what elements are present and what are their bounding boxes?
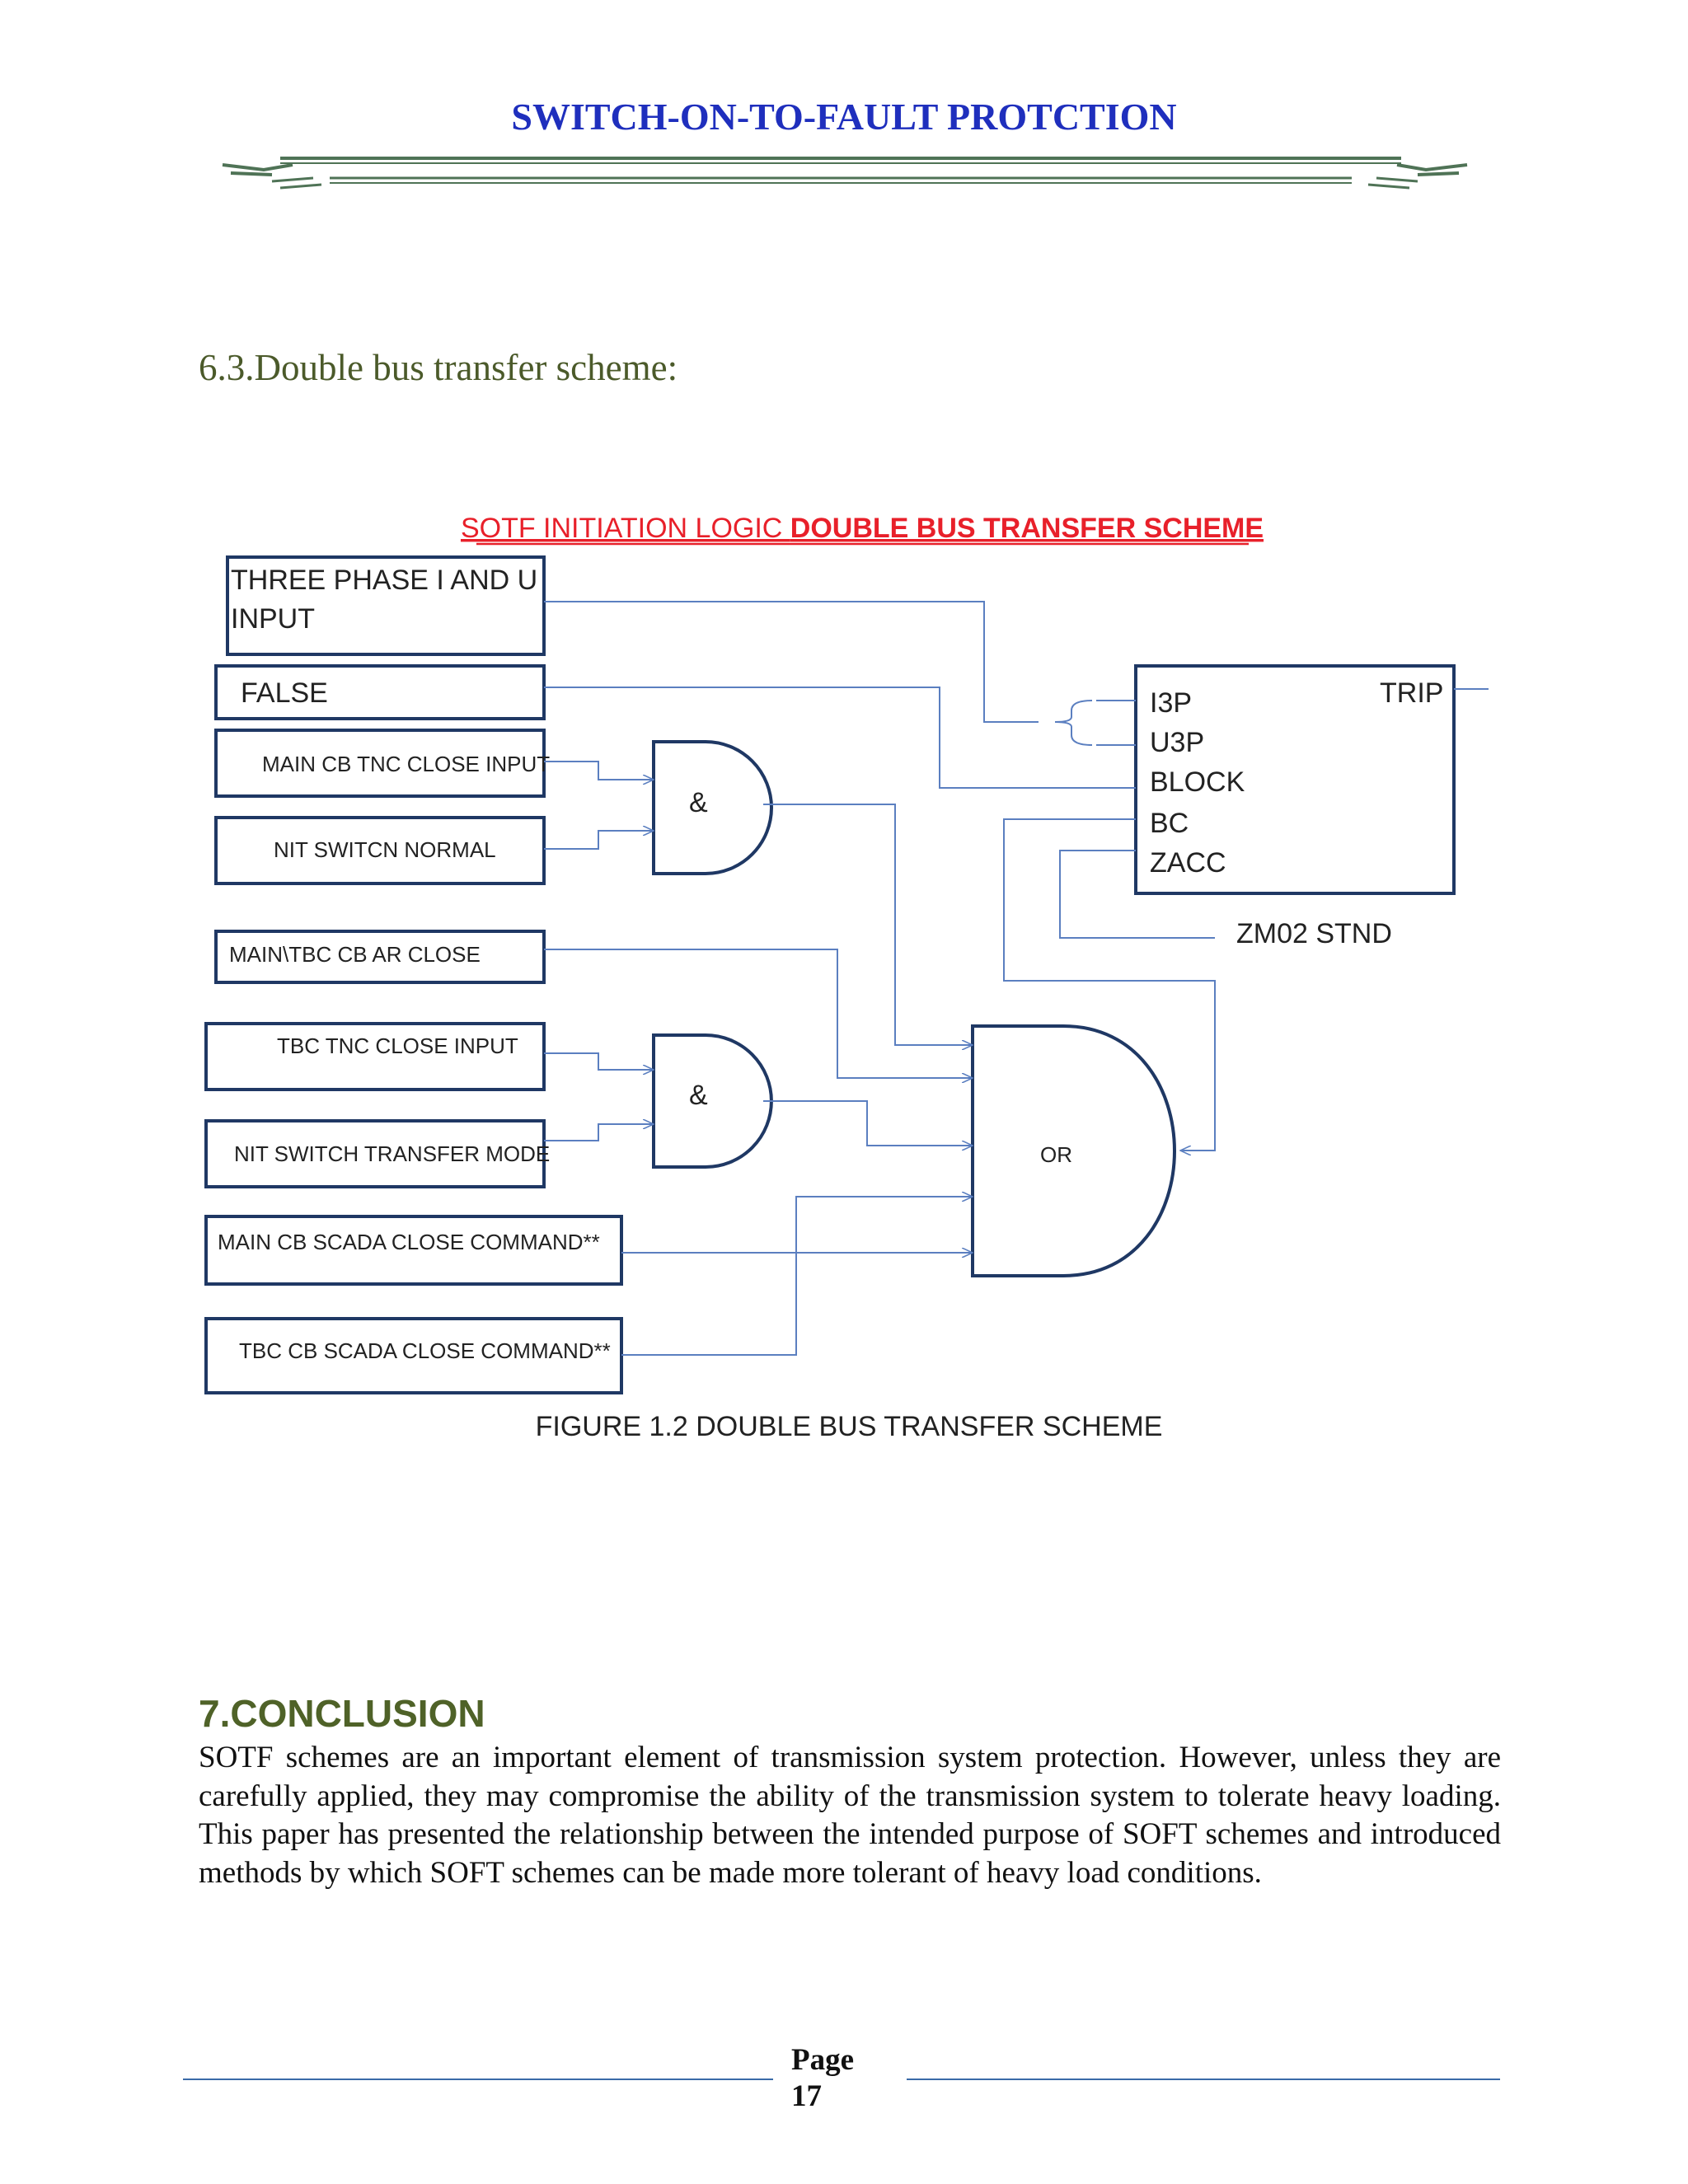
- nit-switch-transfer-box: [204, 1119, 546, 1188]
- section-heading: 6.3.Double bus transfer scheme:: [199, 347, 678, 388]
- nit-normal-label: NIT SWITCN NORMAL: [274, 837, 496, 862]
- main-tbc-ar-label: MAIN\TBC CB AR CLOSE: [229, 942, 481, 967]
- tbc-tnc-label: TBC TNC CLOSE INPUT: [277, 1033, 518, 1058]
- page-label: Page: [791, 2043, 855, 2077]
- footer-rule-right: [907, 2079, 1500, 2080]
- figure-caption: FIGURE 1.2 DOUBLE BUS TRANSFER SCHEME: [536, 1411, 1163, 1442]
- main-cb-tnc-label: MAIN CB TNC CLOSE INPUT: [262, 752, 550, 776]
- page-number: 17: [791, 2079, 822, 2113]
- false-input-box: [214, 664, 546, 720]
- sotf-logic-diagram: SOTF INITIATION LOGIC DOUBLE BUS TRANSFE…: [204, 513, 1489, 1442]
- and-gate-1: [652, 740, 773, 875]
- main-cb-tnc-close-box: [214, 729, 546, 798]
- sotf-function-block: [1134, 664, 1456, 895]
- conclusion-heading: 7.CONCLUSION: [199, 1692, 485, 1735]
- and-gate-2: [652, 1033, 773, 1169]
- or-gate-label: OR: [1040, 1142, 1072, 1167]
- nit-switch-normal-box: [214, 816, 546, 885]
- block-i3p-label: I3P: [1150, 687, 1192, 719]
- conclusion-paragraph: SOTF schemes are an important element of…: [199, 1741, 1501, 1890]
- header-title: SWITCH-ON-TO-FAULT PROTCTION: [511, 96, 1177, 138]
- block-block-label: BLOCK: [1150, 766, 1245, 798]
- tbc-cb-scada-box: [204, 1317, 623, 1394]
- diagram-title-part2: DOUBLE BUS TRANSFER SCHEME: [790, 513, 1264, 544]
- block-trip-label: TRIP: [1380, 677, 1443, 709]
- diagram-title: SOTF INITIATION LOGIC DOUBLE BUS TRANSFE…: [461, 513, 1264, 544]
- page-number-block: Page 17: [791, 2042, 854, 2115]
- and-gate-2-label: &: [689, 1080, 708, 1111]
- main-scada-label: MAIN CB SCADA CLOSE COMMAND**: [218, 1230, 600, 1254]
- tbc-scada-label: TBC CB SCADA CLOSE COMMAND**: [239, 1338, 611, 1363]
- three-phase-label-line2: INPUT: [231, 603, 315, 635]
- three-phase-input-box: [226, 555, 546, 656]
- block-zacc-label: ZACC: [1150, 847, 1226, 879]
- block-bc-label: BC: [1150, 808, 1189, 839]
- block-u3p-label: U3P: [1150, 727, 1204, 758]
- and-gate-1-label: &: [689, 787, 708, 818]
- three-phase-label-line1: THREE PHASE I AND U: [231, 565, 537, 596]
- header-ornament-rule: [222, 157, 1468, 190]
- main-tbc-ar-close-box: [214, 930, 546, 984]
- tbc-tnc-close-box: [204, 1022, 546, 1091]
- main-cb-scada-box: [204, 1215, 623, 1286]
- false-label: FALSE: [241, 677, 328, 709]
- footer-rule-left: [183, 2079, 773, 2080]
- nit-transfer-label: NIT SWITCH TRANSFER MODE: [234, 1141, 550, 1166]
- diagram-title-part1: SOTF INITIATION LOGIC: [461, 513, 790, 544]
- zm02-stnd-label: ZM02 STND: [1236, 918, 1392, 949]
- or-gate: [971, 1024, 1176, 1277]
